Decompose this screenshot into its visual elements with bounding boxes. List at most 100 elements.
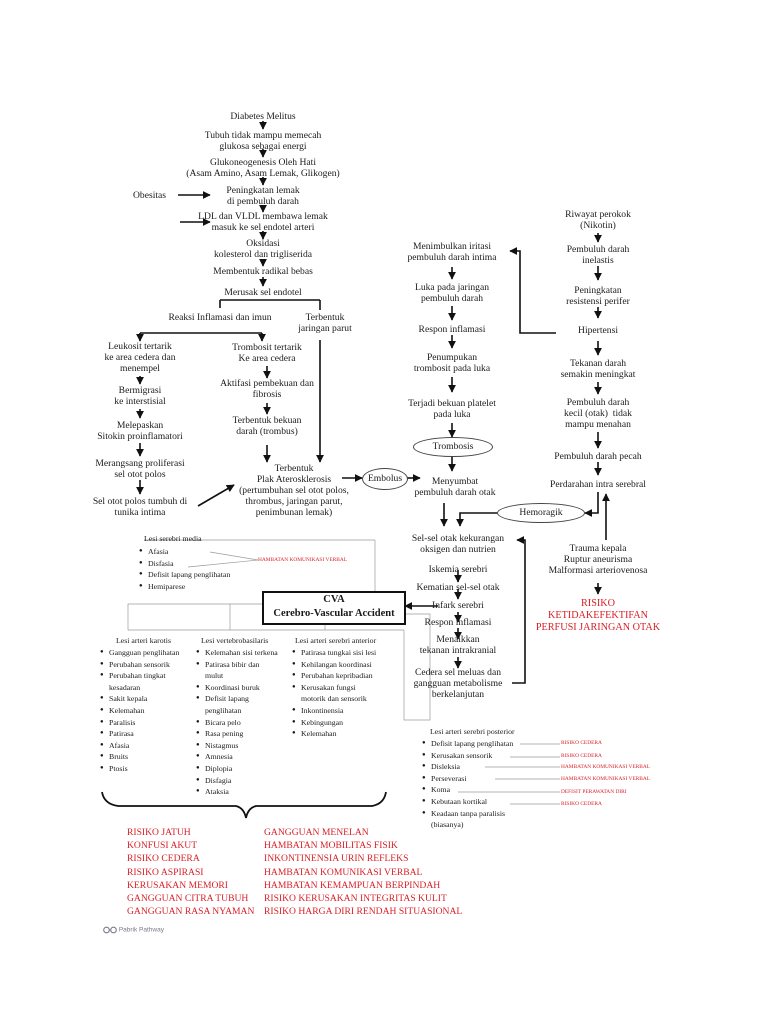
list-item: Keadaan tanpa paralisis (biasanya)	[422, 808, 513, 831]
risk-item: HAMBATAN KOMUNIKASI VERBAL	[264, 866, 423, 878]
vertebro-heading: Lesi vertebrobasilaris	[201, 636, 269, 645]
list-item: Disfasia	[139, 558, 230, 570]
risk-list-left: RISIKO JATUH KONFUSI AKUT RISIKO CEDERA …	[127, 826, 254, 918]
risk-item: KONFUSI AKUT	[127, 840, 198, 852]
list-item: Ptosis	[100, 763, 179, 775]
posterior-label: HAMBATAN KOMUNIKASI VERBAL	[561, 764, 651, 770]
list-item: Defisit lapang penglihatan	[196, 693, 278, 716]
list-item: Perubahan kepribadian	[292, 670, 376, 682]
list-item: Afasia	[100, 740, 179, 752]
node-infark: Infark serebri	[432, 600, 484, 611]
risk-perfusi: RISIKO KETIDAKEFEKTIFAN PERFUSI JARINGAN…	[535, 598, 661, 634]
label-hambatan-komunikasi: HAMBATAN KOMUNIKASI VERBAL	[258, 557, 348, 563]
node-cedera-sel: Cedera sel meluas dan gangguan metabolis…	[413, 667, 503, 700]
node-iskemia: Iskemia serebri	[428, 564, 488, 575]
list-item: Ataksia	[196, 786, 278, 798]
risk-item: RISIKO ASPIRASI	[127, 866, 204, 878]
list-item: Perseverasi	[422, 773, 513, 785]
list-item: Amnesia	[196, 751, 278, 763]
posterior-list: Defisit lapang penglihatan Kerusakan sen…	[422, 738, 513, 831]
node-jaringan-parut: Terbentuk jaringan parut	[298, 312, 352, 334]
list-item: Bruits	[100, 751, 179, 763]
risk-item: KERUSAKAN MEMORI	[127, 879, 229, 891]
node-sel-otot-tumbuh: Sel otot polos tumbuh di tunika intima	[92, 496, 188, 518]
node-hemoragik: Hemoragik	[497, 503, 585, 523]
node-peningkatan-lemak: Peningkatan lemak di pembuluh darah	[226, 185, 300, 207]
node-diabetes: Diabetes Melitus	[230, 111, 296, 122]
list-item: Kerusakan fungsi motorik dan sensorik	[292, 682, 376, 705]
node-embolus: Embolus	[362, 468, 408, 490]
list-item: Kelemahan sisi terkena	[196, 647, 278, 659]
node-aktifasi: Aktifasi pembekuan dan fibrosis	[220, 378, 314, 400]
cva-box: CVA Cerebro-Vascular Accident	[262, 591, 406, 625]
risk-item: HAMBATAN KEMAMPUAN BERPINDAH	[264, 879, 441, 891]
node-iritasi: Menimbulkan iritasi pembuluh darah intim…	[407, 241, 497, 263]
node-perdarahan: Perdarahan intra serebral	[550, 479, 646, 490]
node-respon-inflamasi: Respon inflamasi	[418, 324, 486, 335]
node-tubuh: Tubuh tidak mampu memecah glukosa sebaga…	[204, 130, 322, 152]
list-item: Kerusakan sensorik	[422, 750, 513, 762]
node-bekuan-platelet: Terjadi bekuan platelet pada luka	[408, 398, 496, 420]
node-melepaskan: Melepaskan Sitokin proinflamatori	[97, 420, 183, 442]
risk-item: INKONTINENSIA URIN REFLEKS	[264, 853, 409, 865]
risk-item: RISIKO CEDERA	[127, 853, 200, 865]
risk-item: GANGGUAN MENELAN	[264, 827, 369, 838]
vertebro-list: Kelemahan sisi terkena Patirasa bibir da…	[196, 647, 278, 798]
list-item: Sakit kepala	[100, 693, 179, 705]
list-item: Perubahan sensorik	[100, 659, 179, 671]
list-item: Patirasa	[100, 728, 179, 740]
karotis-heading: Lesi arteri karotis	[116, 636, 171, 645]
list-item: Paralisis	[100, 717, 179, 729]
node-tik: Menaikkan tekanan intrakranial	[419, 634, 497, 656]
node-bekuan: Terbentuk bekuan darah (trombus)	[232, 415, 302, 437]
risk-item: RISIKO HARGA DIRI RENDAH SITUASIONAL	[264, 906, 463, 918]
brace-shape	[101, 791, 387, 819]
node-obesitas: Obesitas	[133, 190, 167, 201]
media-heading: Lesi serebri media	[144, 534, 202, 543]
posterior-heading: Lesi arteri serebri posterior	[430, 727, 515, 736]
node-pembuluh-pecah: Pembuluh darah pecah	[554, 451, 642, 462]
list-item: Rasa pening	[196, 728, 278, 740]
node-tekanan: Tekanan darah semakin meningkat	[560, 358, 636, 380]
node-resistensi: Peningkatan resistensi perifer	[566, 285, 630, 307]
list-item: Diplopia	[196, 763, 278, 775]
node-kematian-sel: Kematian sel-sel otak	[416, 582, 500, 593]
posterior-label: DEFISIT PERAWATAN DIRI	[561, 789, 627, 795]
list-item: Kebingungan	[292, 717, 376, 729]
list-item: Koordinasi buruk	[196, 682, 278, 694]
posterior-label: RISIKO CEDERA	[561, 740, 602, 746]
risk-item: HAMBATAN MOBILITAS FISIK	[264, 840, 398, 852]
list-item: Nistagmus	[196, 740, 278, 752]
node-leukosit: Leukosit tertarik ke area cedera dan men…	[104, 341, 176, 374]
list-item: Defisit lapang penglihatan	[139, 569, 230, 581]
node-trombosis: Trombosis	[413, 437, 493, 457]
risk-item: RISIKO JATUH	[127, 827, 191, 838]
list-item: Kehilangan koordinasi	[292, 659, 376, 671]
posterior-label: HAMBATAN KOMUNIKASI VERBAL	[561, 776, 651, 782]
node-luka: Luka pada jaringan pembuluh darah	[414, 282, 490, 304]
anterior-list: Patirasa tungkai sisi lesi Kehilangan ko…	[292, 647, 376, 740]
node-respon-inflamasi-otak: Respon inflamasi	[424, 617, 492, 628]
node-hipertensi: Hipertensi	[578, 325, 618, 336]
list-item: Disfagia	[196, 775, 278, 787]
risk-item: GANGGUAN CITRA TUBUH	[127, 893, 249, 905]
risk-item: GANGGUAN RASA NYAMAN	[127, 906, 255, 918]
node-merangsang: Merangsang proliferasi sel otot polos	[95, 458, 185, 480]
posterior-label: RISIKO CEDERA	[561, 801, 602, 807]
karotis-list: Gangguan penglihatan Perubahan sensorik …	[100, 647, 179, 775]
node-trombosit: Trombosit tertarik Ke area cedera	[232, 342, 302, 364]
node-pembuluh-kecil: Pembuluh darah kecil (otak) tidak mampu …	[564, 397, 632, 430]
node-ldl: LDL dan VLDL membawa lemak masuk ke sel …	[198, 211, 328, 233]
list-item: Afasia	[139, 546, 230, 558]
node-sel-otak: Sel-sel otak kekurangan oksigen dan nutr…	[411, 533, 505, 555]
list-item: Defisit lapang penglihatan	[422, 738, 513, 750]
list-item: Inkontinensia	[292, 705, 376, 717]
node-radikal: Membentuk radikal bebas	[213, 266, 313, 277]
node-inelastis: Pembuluh darah inelastis	[566, 244, 630, 266]
cva-title: CVA	[323, 594, 345, 605]
node-plak: Terbentuk Plak Aterosklerosis (pertumbuh…	[239, 463, 349, 518]
list-item: Disleksia	[422, 761, 513, 773]
posterior-label: RISIKO CEDERA	[561, 753, 602, 759]
node-oksidasi: Oksidasi kolesterol dan trigliserida	[213, 238, 313, 260]
